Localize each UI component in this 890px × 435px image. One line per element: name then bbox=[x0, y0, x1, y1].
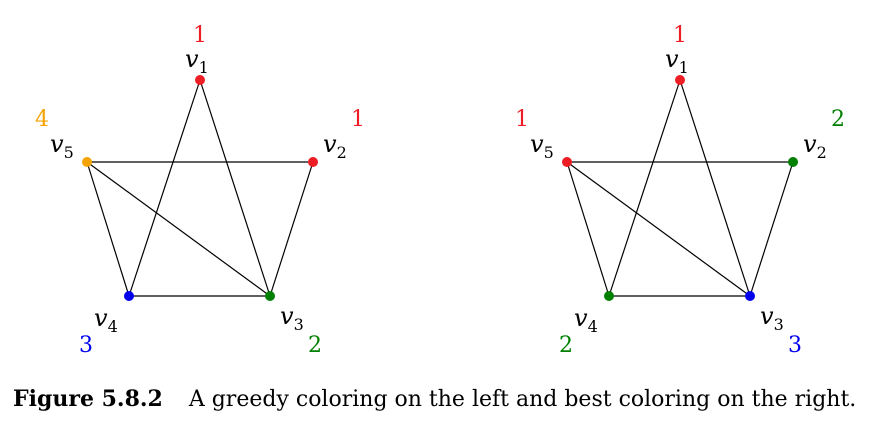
vertex-label-v2: v2 bbox=[803, 130, 827, 162]
vertex-v4 bbox=[124, 291, 134, 301]
vertex-subscript: 5 bbox=[64, 143, 74, 162]
edge-v3-v5 bbox=[566, 161, 751, 297]
vertex-subscript: 2 bbox=[337, 143, 347, 162]
vertex-label-v5: v5 bbox=[50, 130, 74, 162]
caption-text: A greedy coloring on the left and best c… bbox=[188, 387, 857, 412]
vertex-v5 bbox=[82, 157, 92, 167]
vertex-label-v4: v4 bbox=[94, 304, 118, 336]
vertex-v1 bbox=[195, 75, 205, 85]
vertex-label-v1: v1 bbox=[665, 45, 689, 77]
figure-label: Figure 5.8.2 bbox=[13, 386, 163, 412]
edge-v4-v5 bbox=[566, 161, 610, 297]
vertex-subscript: 1 bbox=[199, 58, 209, 77]
vertex-label-v5: v5 bbox=[530, 130, 554, 162]
vertex-v5 bbox=[562, 157, 572, 167]
vertex-subscript: 2 bbox=[817, 143, 827, 162]
vertex-subscript: 4 bbox=[588, 317, 598, 336]
color-label-v5: 1 bbox=[515, 107, 529, 132]
vertex-subscript: 3 bbox=[294, 315, 304, 334]
figure-caption: Figure 5.8.2 A greedy coloring on the lef… bbox=[13, 386, 883, 412]
vertex-v4 bbox=[604, 291, 614, 301]
edge-v3-v5 bbox=[86, 161, 271, 297]
edge-v1-v4 bbox=[128, 79, 201, 297]
color-label-v2: 1 bbox=[351, 107, 365, 132]
color-label-v3: 2 bbox=[308, 333, 322, 358]
vertex-label-v3: v3 bbox=[280, 302, 304, 334]
vertex-label-v1: v1 bbox=[185, 45, 209, 77]
vertex-subscript: 3 bbox=[774, 315, 784, 334]
color-label-v1: 1 bbox=[193, 23, 207, 48]
vertex-v2 bbox=[308, 157, 318, 167]
color-label-v4: 3 bbox=[79, 333, 93, 358]
vertex-label-v4: v4 bbox=[574, 304, 598, 336]
vertex-v2 bbox=[788, 157, 798, 167]
edge-v1-v3 bbox=[199, 79, 271, 297]
color-label-v3: 3 bbox=[788, 333, 802, 358]
edge-v4-v5 bbox=[86, 161, 130, 297]
vertex-label-v2: v2 bbox=[323, 130, 347, 162]
color-label-v2: 2 bbox=[831, 107, 845, 132]
vertex-subscript: 1 bbox=[679, 58, 689, 77]
edge-v1-v3 bbox=[679, 79, 751, 297]
vertex-label-v3: v3 bbox=[760, 302, 784, 334]
vertex-v3 bbox=[745, 291, 755, 301]
vertex-v3 bbox=[265, 291, 275, 301]
vertex-subscript: 5 bbox=[544, 143, 554, 162]
color-label-v4: 2 bbox=[559, 333, 573, 358]
color-label-v5: 4 bbox=[35, 107, 49, 132]
edge-v2-v3 bbox=[749, 161, 794, 297]
vertex-v1 bbox=[675, 75, 685, 85]
color-label-v1: 1 bbox=[673, 23, 687, 48]
edge-v1-v4 bbox=[608, 79, 681, 297]
vertex-subscript: 4 bbox=[108, 317, 118, 336]
edge-v2-v3 bbox=[269, 161, 314, 297]
